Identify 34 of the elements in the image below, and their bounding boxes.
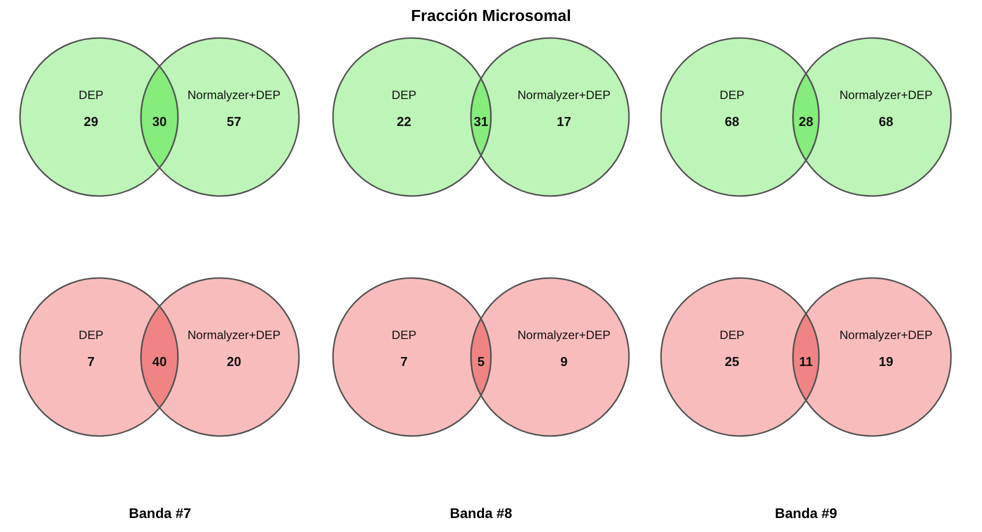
count-label: 11 — [799, 354, 813, 369]
set-label: Normalyzer+DEP — [187, 88, 281, 102]
count-label: 19 — [878, 354, 894, 369]
set-label: Normalyzer+DEP — [517, 328, 611, 342]
count-label: 17 — [556, 114, 572, 129]
panel-caption: Banda #8 — [450, 505, 512, 521]
panel-caption: Banda #7 — [128, 505, 192, 521]
title: Fracción Microsomal — [410, 8, 572, 26]
count-label: 30 — [152, 114, 167, 129]
set-label: DEP — [720, 88, 744, 102]
count-label: 68 — [724, 114, 740, 129]
count-label: 7 — [400, 354, 408, 369]
count-label: 25 — [724, 354, 740, 369]
count-label: 57 — [226, 114, 242, 129]
set-label: DEP — [392, 328, 416, 342]
count-label: 31 — [474, 114, 488, 129]
count-label: 7 — [87, 354, 95, 369]
set-label: Normalyzer+DEP — [839, 88, 933, 102]
set-label: DEP — [78, 88, 104, 102]
count-label: 28 — [798, 114, 814, 129]
count-label: 9 — [560, 354, 568, 369]
set-label: DEP — [720, 328, 744, 342]
set-label: DEP — [392, 88, 416, 102]
count-label: 5 — [477, 354, 485, 369]
set-label: DEP — [78, 328, 104, 342]
panel-caption: Banda #9 — [774, 505, 838, 521]
set-label: Normalyzer+DEP — [187, 328, 281, 342]
count-label: 68 — [878, 114, 894, 129]
count-label: 40 — [152, 354, 167, 369]
count-label: 22 — [396, 114, 412, 129]
set-label: Normalyzer+DEP — [839, 328, 933, 342]
set-label: Normalyzer+DEP — [517, 88, 611, 102]
count-label: 29 — [84, 114, 98, 129]
count-label: 20 — [226, 354, 242, 369]
